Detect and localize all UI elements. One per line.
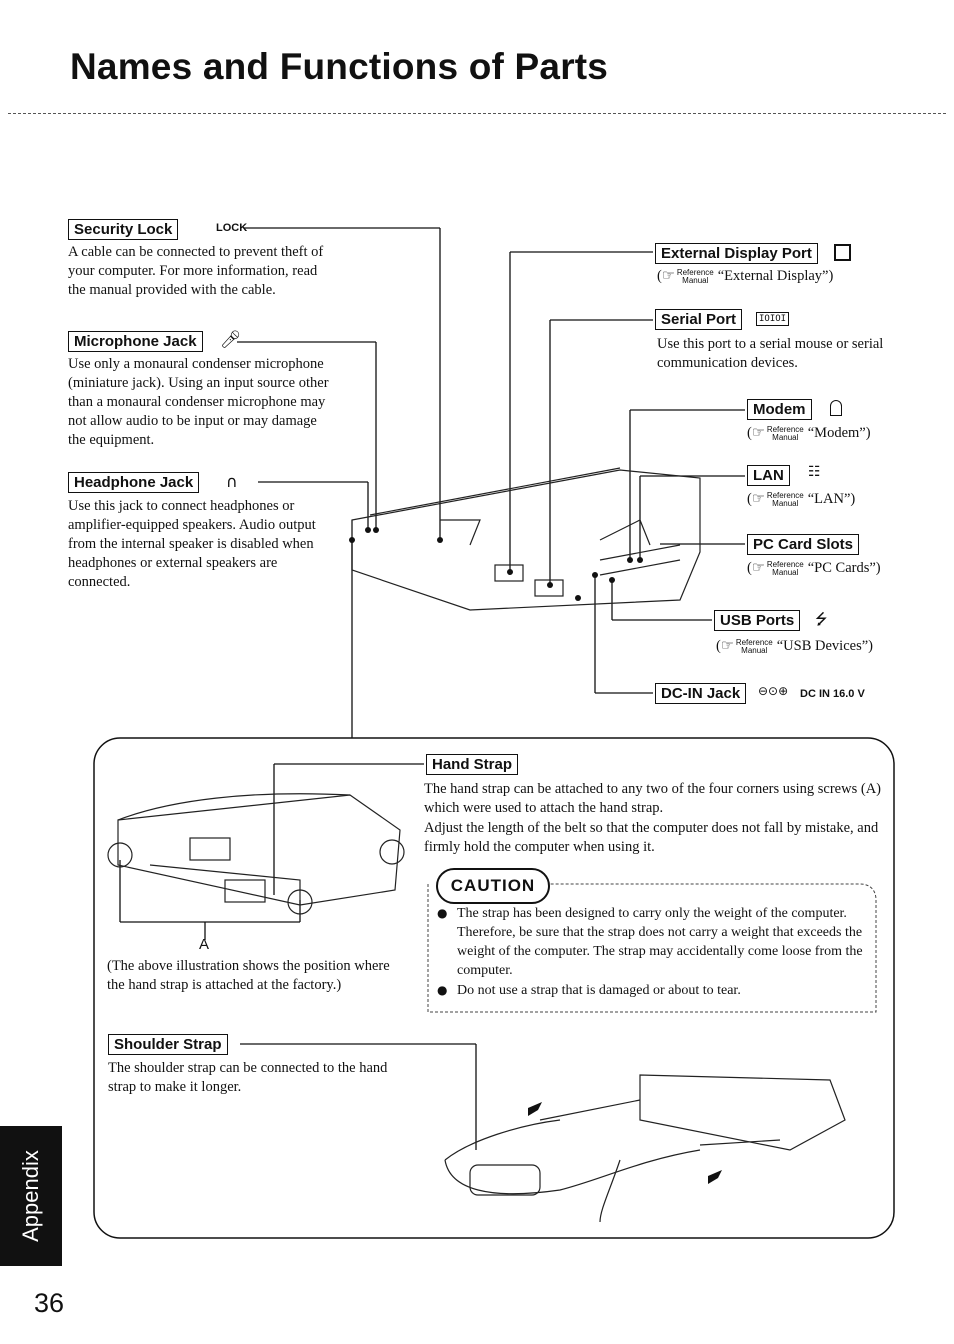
serial-port-text: Use this port to a serial mouse or seria… (657, 336, 884, 371)
headphone-icon: ∩ (226, 472, 238, 491)
lock-mark: LOCK (216, 222, 248, 234)
security-lock-text: A cable can be connected to prevent thef… (68, 244, 324, 298)
serial-icon: IOIOI (756, 312, 790, 326)
polarity-icon: ⊖⊙⊕ (758, 684, 789, 698)
hand-strap-caption: (The above illustration shows the positi… (107, 958, 390, 993)
usb-ports-label: USB Ports (714, 610, 801, 631)
display-icon (834, 244, 851, 261)
hand-strap-text-2: Adjust the length of the belt so that th… (424, 820, 879, 855)
caution-item: ●Do not use a strap that is damaged or a… (437, 983, 741, 998)
phone-icon (830, 400, 842, 416)
headphone-jack-label: Headphone Jack (68, 472, 200, 493)
hand-strap-text-1: The hand strap can be attached to any tw… (424, 781, 881, 816)
modem-label: Modem (747, 399, 812, 420)
dc-in-rating: DC IN 16.0 V (800, 688, 865, 700)
lan-label: LAN (747, 465, 790, 486)
usb-icon: ⭍ (815, 610, 828, 628)
dc-in-jack-label: DC-IN Jack (655, 683, 747, 704)
hand-strap-label: Hand Strap (426, 754, 519, 775)
strap-panel (93, 737, 895, 1239)
security-lock-label: Security Lock (68, 219, 179, 240)
caution-heading: CAUTION (436, 868, 550, 904)
title-divider (8, 113, 946, 114)
page-number: 36 (34, 1288, 65, 1318)
caution-item: ●The strap has been designed to carry on… (437, 906, 863, 978)
microphone-icon: 🎤︎ (220, 330, 242, 349)
hand-strap-illustration (107, 793, 405, 915)
page-title: Names and Functions of Parts (70, 46, 609, 87)
network-icon: ☷ (808, 464, 821, 480)
pc-card-slots-label: PC Card Slots (747, 534, 860, 555)
headphone-jack-text: Use this jack to connect headphones or a… (68, 498, 316, 590)
microphone-jack-text: Use only a monaural condenser microphone… (68, 356, 329, 448)
appendix-tab: Appendix (0, 1126, 62, 1266)
microphone-jack-label: Microphone Jack (68, 331, 203, 352)
serial-port-label: Serial Port (655, 309, 743, 330)
bullet-icon: ● (437, 983, 448, 997)
shoulder-strap-illustration (444, 1074, 846, 1223)
external-display-port-label: External Display Port (655, 243, 818, 264)
bullet-icon: ● (437, 906, 448, 920)
shoulder-strap-label: Shoulder Strap (108, 1034, 228, 1055)
screw-callout: A (199, 936, 210, 953)
laptop-rear-illustration (351, 467, 701, 611)
shoulder-strap-text: The shoulder strap can be connected to t… (108, 1060, 388, 1095)
